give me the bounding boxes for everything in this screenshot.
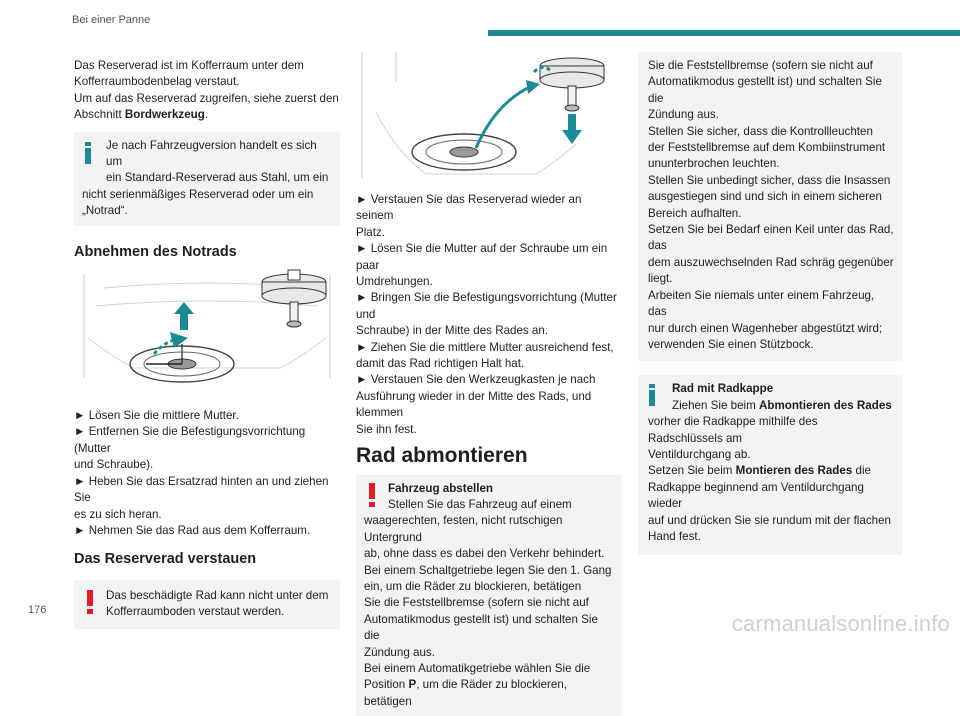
gear-position-p: P: [408, 678, 416, 691]
warning-box-parking: Fahrzeug abstellen Stellen Sie das Fahrz…: [356, 475, 621, 716]
info-line: ein Standard-Reserverad aus Stahl, um ei…: [82, 170, 332, 186]
box-line: ununterbrochen leuchten.: [648, 156, 894, 172]
warning-line: Das beschädigte Rad kann nicht unter dem: [106, 588, 332, 604]
step-line: und Schraube).: [74, 457, 340, 473]
step-line: Ausführung wieder in der Mitte des Rads,…: [356, 389, 621, 422]
box-line: dem auszuwechselnden Rad schräg gegenübe…: [648, 255, 894, 271]
box-line: ausgestiegen sind und sich in einem sich…: [648, 189, 894, 205]
box-line: Setzen Sie bei Bedarf einen Keil unter d…: [648, 222, 894, 255]
info-line: „Notrad“.: [82, 203, 332, 219]
intro-link-bordwerkzeug: Bordwerkzeug: [125, 108, 205, 121]
step-line: ► Bringen Sie die Befestigungsvorrichtun…: [356, 290, 621, 323]
info-line: Radkappe beginnend am Ventildurchgang wi…: [648, 480, 894, 513]
step-line: ► Verstauen Sie das Reserverad wieder an…: [356, 192, 621, 225]
info-icon: [84, 142, 92, 164]
warning-text: Position: [364, 678, 408, 691]
warning-line: waagerechten, festen, nicht rutschigen U…: [364, 513, 613, 546]
steps-stow: ► Verstauen Sie das Reserverad wieder an…: [356, 192, 621, 438]
column-3: Sie die Feststellbremse (sofern sie nich…: [638, 52, 902, 555]
info-icon: [648, 384, 656, 406]
warning-line: Sie die Feststellbremse (sofern sie nich…: [364, 595, 613, 611]
warning-line: Bei einem Automatikgetriebe wählen Sie d…: [364, 661, 613, 677]
warning-line: Bei einem Schaltgetriebe legen Sie den 1…: [364, 563, 613, 579]
info-line: nicht serienmäßiges Reserverad oder um e…: [82, 187, 332, 203]
info-title: Rad mit Radkappe: [648, 381, 894, 397]
warning-line: Position P, um die Räder zu blockieren, …: [364, 677, 613, 710]
step-line: damit das Rad richtigen Halt hat.: [356, 356, 621, 372]
info-bold-text: Abmontieren des Rades: [759, 399, 892, 412]
step-line: Schraube) in der Mitte des Rades an.: [356, 323, 621, 339]
warning-box-continued: Sie die Feststellbremse (sofern sie nich…: [638, 52, 902, 361]
warning-line: Zündung aus.: [364, 645, 613, 661]
step-line: Umdrehungen.: [356, 274, 621, 290]
step-line: ► Ziehen Sie die mittlere Mutter ausreic…: [356, 340, 621, 356]
info-box-version: Je nach Fahrzeugversion handelt es sich …: [74, 132, 340, 226]
box-line: der Feststellbremse auf dem Kombiinstrum…: [648, 140, 894, 156]
box-line: Zündung aus.: [648, 107, 894, 123]
box-line: Bereich aufhalten.: [648, 206, 894, 222]
warning-line: Kofferraumboden verstaut werden.: [106, 604, 332, 620]
info-box-hubcap: Rad mit Radkappe Ziehen Sie beim Abmonti…: [638, 375, 902, 555]
running-header: Bei einer Panne: [72, 14, 150, 26]
heading-verstauen: Das Reserverad verstauen: [74, 551, 340, 567]
step-line: ► Entfernen Sie die Befestigungsvorricht…: [74, 424, 340, 457]
warning-line: ab, ohne dass es dabei den Verkehr behin…: [364, 546, 613, 562]
info-line: vorher die Radkappe mithilfe des Radschl…: [648, 414, 894, 447]
watermark: carmanualsonline.info: [732, 611, 950, 637]
step-line: ► Nehmen Sie das Rad aus dem Kofferraum.: [74, 523, 340, 539]
info-bold-text: Montieren des Rades: [736, 464, 853, 477]
step-line: ► Verstauen Sie den Werkzeugkasten je na…: [356, 372, 621, 388]
step-line: Sie ihn fest.: [356, 422, 621, 438]
intro-line: Abschnitt Bordwerkzeug.: [74, 107, 340, 123]
step-line: ► Lösen Sie die mittlere Mutter.: [74, 408, 340, 424]
warning-icon: [86, 590, 94, 614]
steps-remove: ► Lösen Sie die mittlere Mutter. ► Entfe…: [74, 408, 340, 539]
heading-abnehmen: Abnehmen des Notrads: [74, 244, 340, 260]
box-line: Automatikmodus gestellt ist) und schalte…: [648, 74, 894, 107]
box-line: Sie die Feststellbremse (sofern sie nich…: [648, 58, 894, 74]
header-accent-bar: [488, 30, 960, 36]
warning-icon: [368, 483, 376, 507]
heading-rad-abmontieren: Rad abmontieren: [356, 448, 621, 464]
intro-line: Um auf das Reserverad zugreifen, siehe z…: [74, 91, 340, 107]
box-line: Stellen Sie unbedingt sicher, dass die I…: [648, 173, 894, 189]
box-line: liegt.: [648, 271, 894, 287]
step-line: ► Heben Sie das Ersatzrad hinten an und …: [74, 474, 340, 507]
illustration-stow-spare: [356, 52, 621, 180]
step-line: es zu sich heran.: [74, 507, 340, 523]
info-line: Je nach Fahrzeugversion handelt es sich …: [82, 138, 332, 171]
box-line: nur durch einen Wagenheber abgestützt wi…: [648, 321, 894, 337]
warning-line: ein, um die Räder zu blockieren, betätig…: [364, 579, 613, 595]
intro-line: Kofferraumbodenbelag verstaut.: [74, 74, 340, 90]
warning-title: Fahrzeug abstellen: [364, 481, 613, 497]
warning-line: Stellen Sie das Fahrzeug auf einem: [364, 497, 613, 513]
box-line: Arbeiten Sie niemals unter einem Fahrzeu…: [648, 288, 894, 321]
step-line: Platz.: [356, 225, 621, 241]
info-line: auf und drücken Sie sie rundum mit der f…: [648, 513, 894, 529]
page-number: 176: [28, 604, 46, 616]
step-line: ► Lösen Sie die Mutter auf der Schraube …: [356, 241, 621, 274]
info-text: Setzen Sie beim: [648, 464, 736, 477]
info-text: die: [852, 464, 871, 477]
box-line: Stellen Sie sicher, dass die Kontrollleu…: [648, 124, 894, 140]
illustration-remove-spare: [74, 268, 340, 396]
box-line: verwenden Sie einen Stützbock.: [648, 337, 894, 353]
intro-period: .: [205, 108, 208, 121]
info-line: Setzen Sie beim Montieren des Rades die: [648, 463, 894, 479]
intro-text: Abschnitt: [74, 108, 125, 121]
info-line: Hand fest.: [648, 529, 894, 545]
column-1: Das Reserverad ist im Kofferraum unter d…: [74, 58, 340, 629]
info-text: Ziehen Sie beim: [672, 399, 759, 412]
column-2: ► Verstauen Sie das Reserverad wieder an…: [356, 52, 621, 716]
info-line: Ventildurchgang ab.: [648, 447, 894, 463]
warning-box-damaged: Das beschädigte Rad kann nicht unter dem…: [74, 580, 340, 629]
info-line: Ziehen Sie beim Abmontieren des Rades: [648, 398, 894, 414]
intro-line: Das Reserverad ist im Kofferraum unter d…: [74, 58, 340, 74]
